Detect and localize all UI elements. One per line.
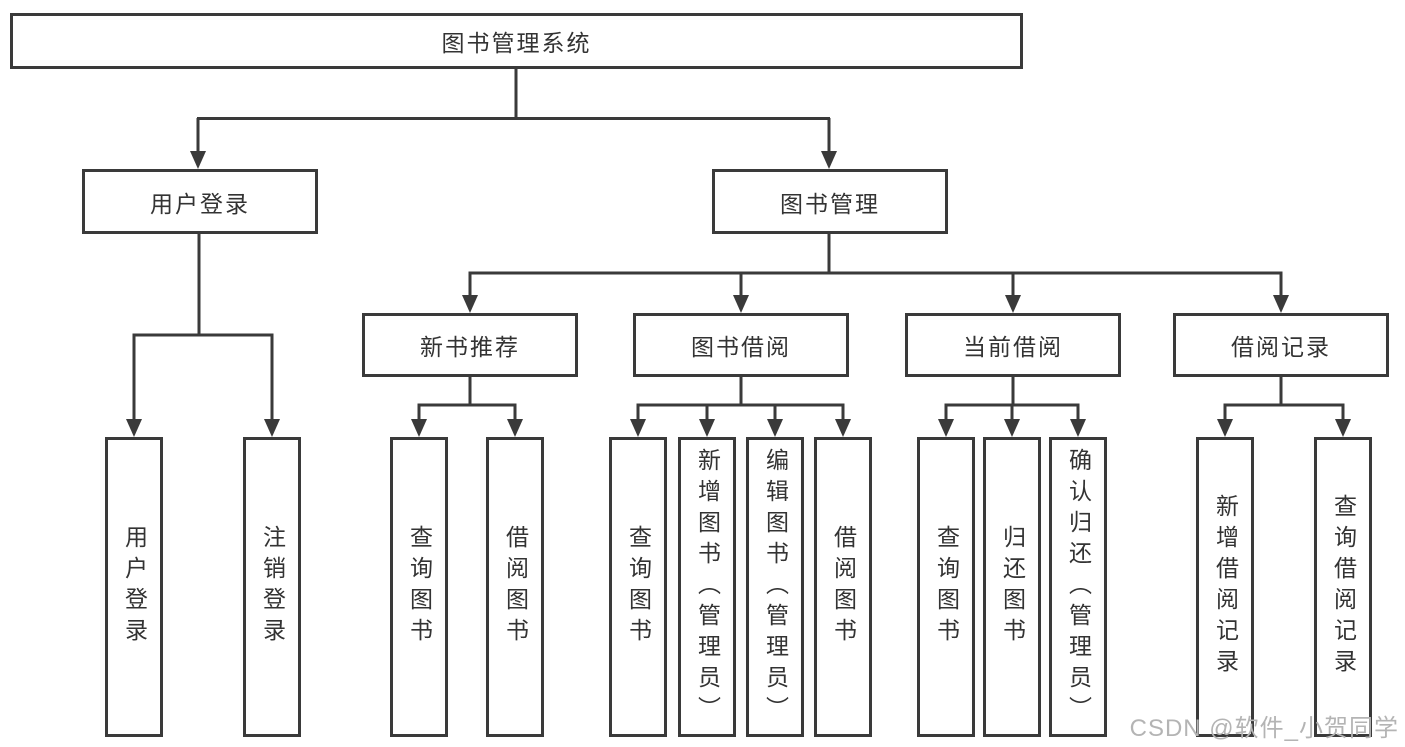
leaf-query-books-current-label: 查询图书 [933, 525, 960, 649]
leaf-add-borrow-record-label: 新增借阅记录 [1212, 494, 1239, 680]
leaf-query-books-borrow-label: 查询图书 [625, 525, 652, 649]
leaf-borrow-books-recommend: 借阅图书 [486, 437, 544, 737]
leaf-query-books-recommend: 查询图书 [390, 437, 448, 737]
leaf-borrow-books-borrow-label: 借阅图书 [830, 525, 857, 649]
watermark: CSDN @软件_小贺同学 [1129, 715, 1399, 742]
node-root: 图书管理系统 [10, 13, 1023, 69]
leaf-borrow-books-borrow: 借阅图书 [814, 437, 872, 737]
leaf-edit-book-admin: 编辑图书（管理员） [746, 437, 804, 737]
node-user-login: 用户登录 [82, 169, 318, 234]
leaf-return-book: 归还图书 [983, 437, 1041, 737]
leaf-user-login: 用户登录 [105, 437, 163, 737]
leaf-query-books-borrow: 查询图书 [609, 437, 667, 737]
node-borrow-records: 借阅记录 [1173, 313, 1389, 377]
leaf-query-borrow-record-label: 查询借阅记录 [1330, 494, 1357, 680]
leaf-logout-label: 注销登录 [259, 525, 286, 649]
leaf-query-books-current: 查询图书 [917, 437, 975, 737]
leaf-edit-book-admin-label: 编辑图书（管理员） [762, 447, 789, 727]
leaf-confirm-return-admin: 确认归还（管理员） [1049, 437, 1107, 737]
leaf-add-borrow-record: 新增借阅记录 [1196, 437, 1254, 737]
node-current-borrow: 当前借阅 [905, 313, 1121, 377]
leaf-query-books-recommend-label: 查询图书 [406, 525, 433, 649]
leaf-add-book-admin: 新增图书（管理员） [678, 437, 736, 737]
node-book-borrow: 图书借阅 [633, 313, 849, 377]
node-new-book-recommend: 新书推荐 [362, 313, 578, 377]
node-book-management: 图书管理 [712, 169, 948, 234]
leaf-add-book-admin-label: 新增图书（管理员） [694, 447, 721, 727]
leaf-logout: 注销登录 [243, 437, 301, 737]
leaf-borrow-books-recommend-label: 借阅图书 [502, 525, 529, 649]
leaf-confirm-return-admin-label: 确认归还（管理员） [1065, 447, 1092, 727]
leaf-query-borrow-record: 查询借阅记录 [1314, 437, 1372, 737]
leaf-user-login-label: 用户登录 [121, 525, 148, 649]
leaf-return-book-label: 归还图书 [999, 525, 1026, 649]
